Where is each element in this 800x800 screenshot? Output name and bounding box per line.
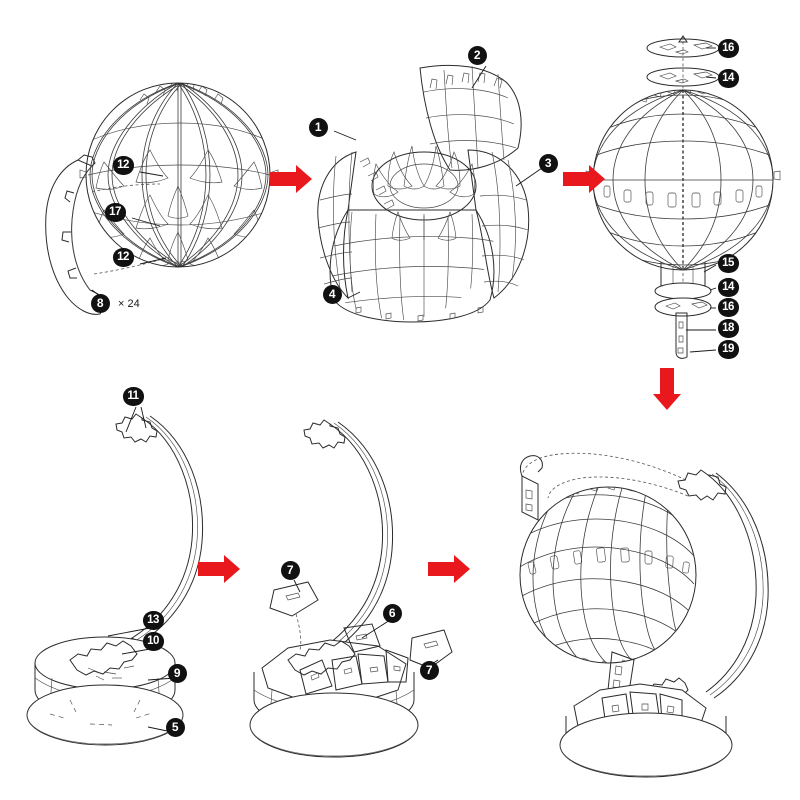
step5-illustration — [249, 419, 453, 758]
part-callout-14: 14 — [717, 277, 739, 297]
part-callout-3: 3 — [538, 153, 558, 173]
flow-arrow-2 — [563, 165, 605, 193]
flow-arrow-4 — [198, 555, 240, 583]
part-callout-12: 12 — [112, 247, 134, 267]
flow-arrow-5 — [428, 555, 470, 583]
step3-illustration — [585, 35, 781, 359]
part-callout-12: 12 — [112, 155, 134, 175]
part-callout-2: 2 — [467, 45, 487, 65]
part-callout-11: 11 — [122, 386, 144, 406]
part-callout-17: 17 — [104, 202, 126, 222]
part-callout-16: 16 — [717, 297, 739, 317]
part-callout-4: 4 — [322, 284, 342, 304]
part-callout-10: 10 — [142, 631, 164, 651]
step2-illustration — [317, 64, 543, 323]
part-callout-1: 1 — [308, 117, 328, 137]
part-callout-6: 6 — [382, 603, 402, 623]
step4-illustration — [26, 406, 204, 746]
part-callout-13: 13 — [142, 610, 164, 630]
part-callout-16: 16 — [717, 38, 739, 58]
quantity-label-8: × 24 — [118, 298, 140, 310]
part-callout-5: 5 — [165, 717, 185, 737]
step6-illustration — [519, 452, 769, 778]
part-callout-19: 19 — [717, 339, 739, 359]
flow-arrows — [198, 165, 681, 583]
part-callout-14: 14 — [717, 68, 739, 88]
part-callout-7: 7 — [280, 560, 300, 580]
flow-arrow-1 — [270, 165, 312, 193]
part-callout-18: 18 — [717, 318, 739, 338]
part-callout-8: 8 — [90, 293, 110, 313]
flow-arrow-3 — [653, 368, 681, 410]
step1-illustration — [45, 82, 279, 315]
part-callout-9: 9 — [167, 663, 187, 683]
part-callout-15: 15 — [717, 253, 739, 273]
part-callout-7: 7 — [419, 660, 439, 680]
